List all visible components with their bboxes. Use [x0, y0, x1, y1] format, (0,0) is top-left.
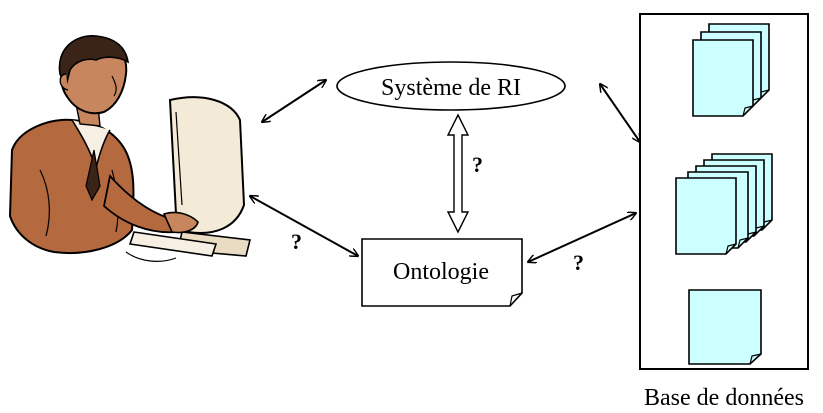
ri-ontology-question-label: ?: [472, 152, 483, 177]
ri-database-arrow: [600, 84, 640, 142]
database-label: Base de données: [644, 385, 804, 411]
user-ontology-arrow: [250, 196, 358, 256]
document-icon: [688, 289, 762, 365]
user-ri-arrow: [262, 80, 326, 122]
ri-system-label: Système de RI: [381, 75, 521, 101]
ontology-database-arrow: [528, 213, 636, 262]
ontology-database-question-label: ?: [573, 250, 584, 275]
ontology-node: Ontologie: [361, 238, 523, 307]
database-node: [639, 13, 809, 370]
user-at-computer-icon: [8, 35, 251, 262]
ri-ontology-double-arrow: [446, 113, 470, 234]
ri-system-node: Système de RI: [336, 61, 566, 111]
ontology-label: Ontologie: [393, 259, 489, 285]
document-stack-icon: [692, 23, 770, 117]
user-ontology-question-label: ?: [291, 229, 302, 254]
